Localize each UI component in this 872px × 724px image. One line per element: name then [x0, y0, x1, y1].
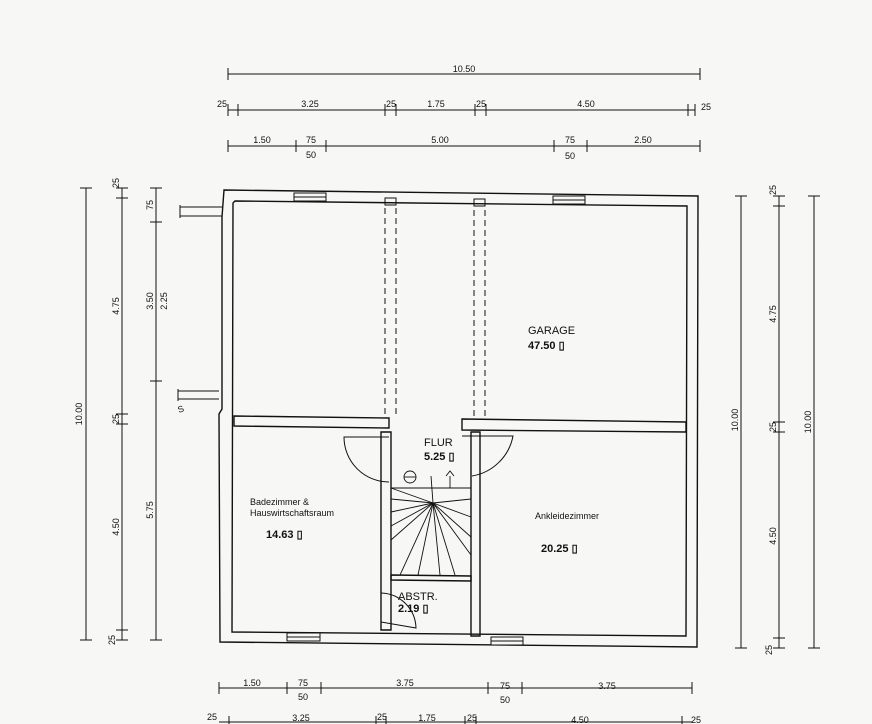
dim-right-mid-c: 25 [768, 422, 778, 432]
room-bad-name-1: Badezimmer & [250, 497, 309, 507]
dim-bot1-a: 1.50 [243, 678, 261, 688]
bottom-dimension-labels: 1.50 75 50 3.75 75 50 3.75 25 3.25 25 1.… [207, 678, 701, 724]
dim-top3-b: 75 [306, 135, 316, 145]
room-labels: GARAGE 47.50 ▯ FLUR 5.25 ▯ Badezimmer & … [250, 325, 599, 615]
dim-bot1-c: 50 [298, 692, 308, 702]
dim-top2-b: 3.25 [301, 99, 319, 109]
room-abstr-area: 2.19 ▯ [398, 603, 429, 615]
room-flur-name: FLUR [424, 437, 453, 449]
room-ankleide-area: 20.25 ▯ [541, 543, 578, 555]
room-abstr-name: ABSTR. [398, 591, 438, 603]
dim-top2-a: 25 [217, 99, 227, 109]
dim-top3-f: 50 [565, 151, 575, 161]
dim-left-inner-c: 2.25 [159, 292, 169, 310]
room-garage-area: 47.50 ▯ [528, 340, 565, 352]
dim-bot2-f: 4.50 [571, 715, 589, 724]
dim-left-inner-a: 75 [145, 200, 155, 210]
room-ankleide-name: Ankleidezimmer [535, 511, 599, 521]
dim-top3-c: 50 [306, 150, 316, 160]
walls [218, 189, 699, 648]
left-dimensions [80, 187, 162, 641]
dim-top3-g: 2.50 [634, 135, 652, 145]
room-bad-name-2: Hauswirtschaftsraum [250, 508, 334, 518]
top-dimension-labels: 10.50 25 3.25 25 1.75 25 4.50 25 1.50 75… [217, 64, 711, 161]
room-flur-area: 5.25 ▯ [424, 451, 455, 463]
dim-right-mid-d: 4.50 [768, 527, 778, 545]
dim-top2-c: 25 [386, 99, 396, 109]
dim-left-mid-b: 4.75 [111, 297, 121, 315]
room-bad-area: 14.63 ▯ [266, 529, 303, 541]
right-dimensions [735, 195, 820, 649]
dim-bot2-a: 25 [207, 712, 217, 722]
s-mark: S [176, 403, 185, 414]
dim-left-mid-e: 25 [107, 635, 117, 645]
windows [286, 192, 586, 646]
dim-top2-d: 1.75 [427, 99, 445, 109]
dim-right-outer: 10.00 [803, 411, 813, 434]
dim-top2-g: 25 [701, 102, 711, 112]
dim-bot2-c: 25 [377, 712, 387, 722]
dim-left-mid-c: 25 [111, 414, 121, 424]
dim-left-inner-d: 5.75 [145, 501, 155, 519]
top-dimensions [227, 68, 701, 152]
dim-bot2-b: 3.25 [292, 713, 310, 723]
bottom-dimensions [218, 682, 693, 724]
dim-top3-e: 75 [565, 135, 575, 145]
left-dimension-labels: 10.00 25 4.75 25 4.50 25 75 3.50 2.25 5.… [74, 178, 169, 645]
dim-bot2-g: 25 [691, 715, 701, 724]
dim-right-mid-a: 25 [768, 185, 778, 195]
dim-left-inner-b: 3.50 [145, 292, 155, 310]
dim-top2-e: 25 [476, 99, 486, 109]
dim-bot1-d: 3.75 [396, 678, 414, 688]
dim-left-mid-d: 4.50 [111, 518, 121, 536]
dim-right-mid-b: 4.75 [768, 305, 778, 323]
dim-bot2-d: 1.75 [418, 713, 436, 723]
dim-top-total: 10.50 [453, 64, 476, 74]
doors [343, 435, 514, 629]
dim-top3-a: 1.50 [253, 135, 271, 145]
dim-bot1-b: 75 [298, 678, 308, 688]
dim-bot1-f: 50 [500, 695, 510, 705]
dim-bot1-e: 75 [500, 681, 510, 691]
dim-right-mid-e: 25 [764, 645, 774, 655]
right-dimension-labels: 10.00 25 4.75 25 4.50 25 10.00 [730, 185, 813, 655]
exterior-stubs [177, 205, 222, 401]
staircase [390, 470, 472, 576]
dim-bot2-e: 25 [467, 713, 477, 723]
room-garage-name: GARAGE [528, 325, 575, 337]
dim-bot1-g: 3.75 [598, 681, 616, 691]
dim-top2-f: 4.50 [577, 99, 595, 109]
dim-left-mid-a: 25 [111, 178, 121, 188]
dim-top3-d: 5.00 [431, 135, 449, 145]
dim-right-inner: 10.00 [730, 409, 740, 432]
dim-left-outer: 10.00 [74, 403, 84, 426]
